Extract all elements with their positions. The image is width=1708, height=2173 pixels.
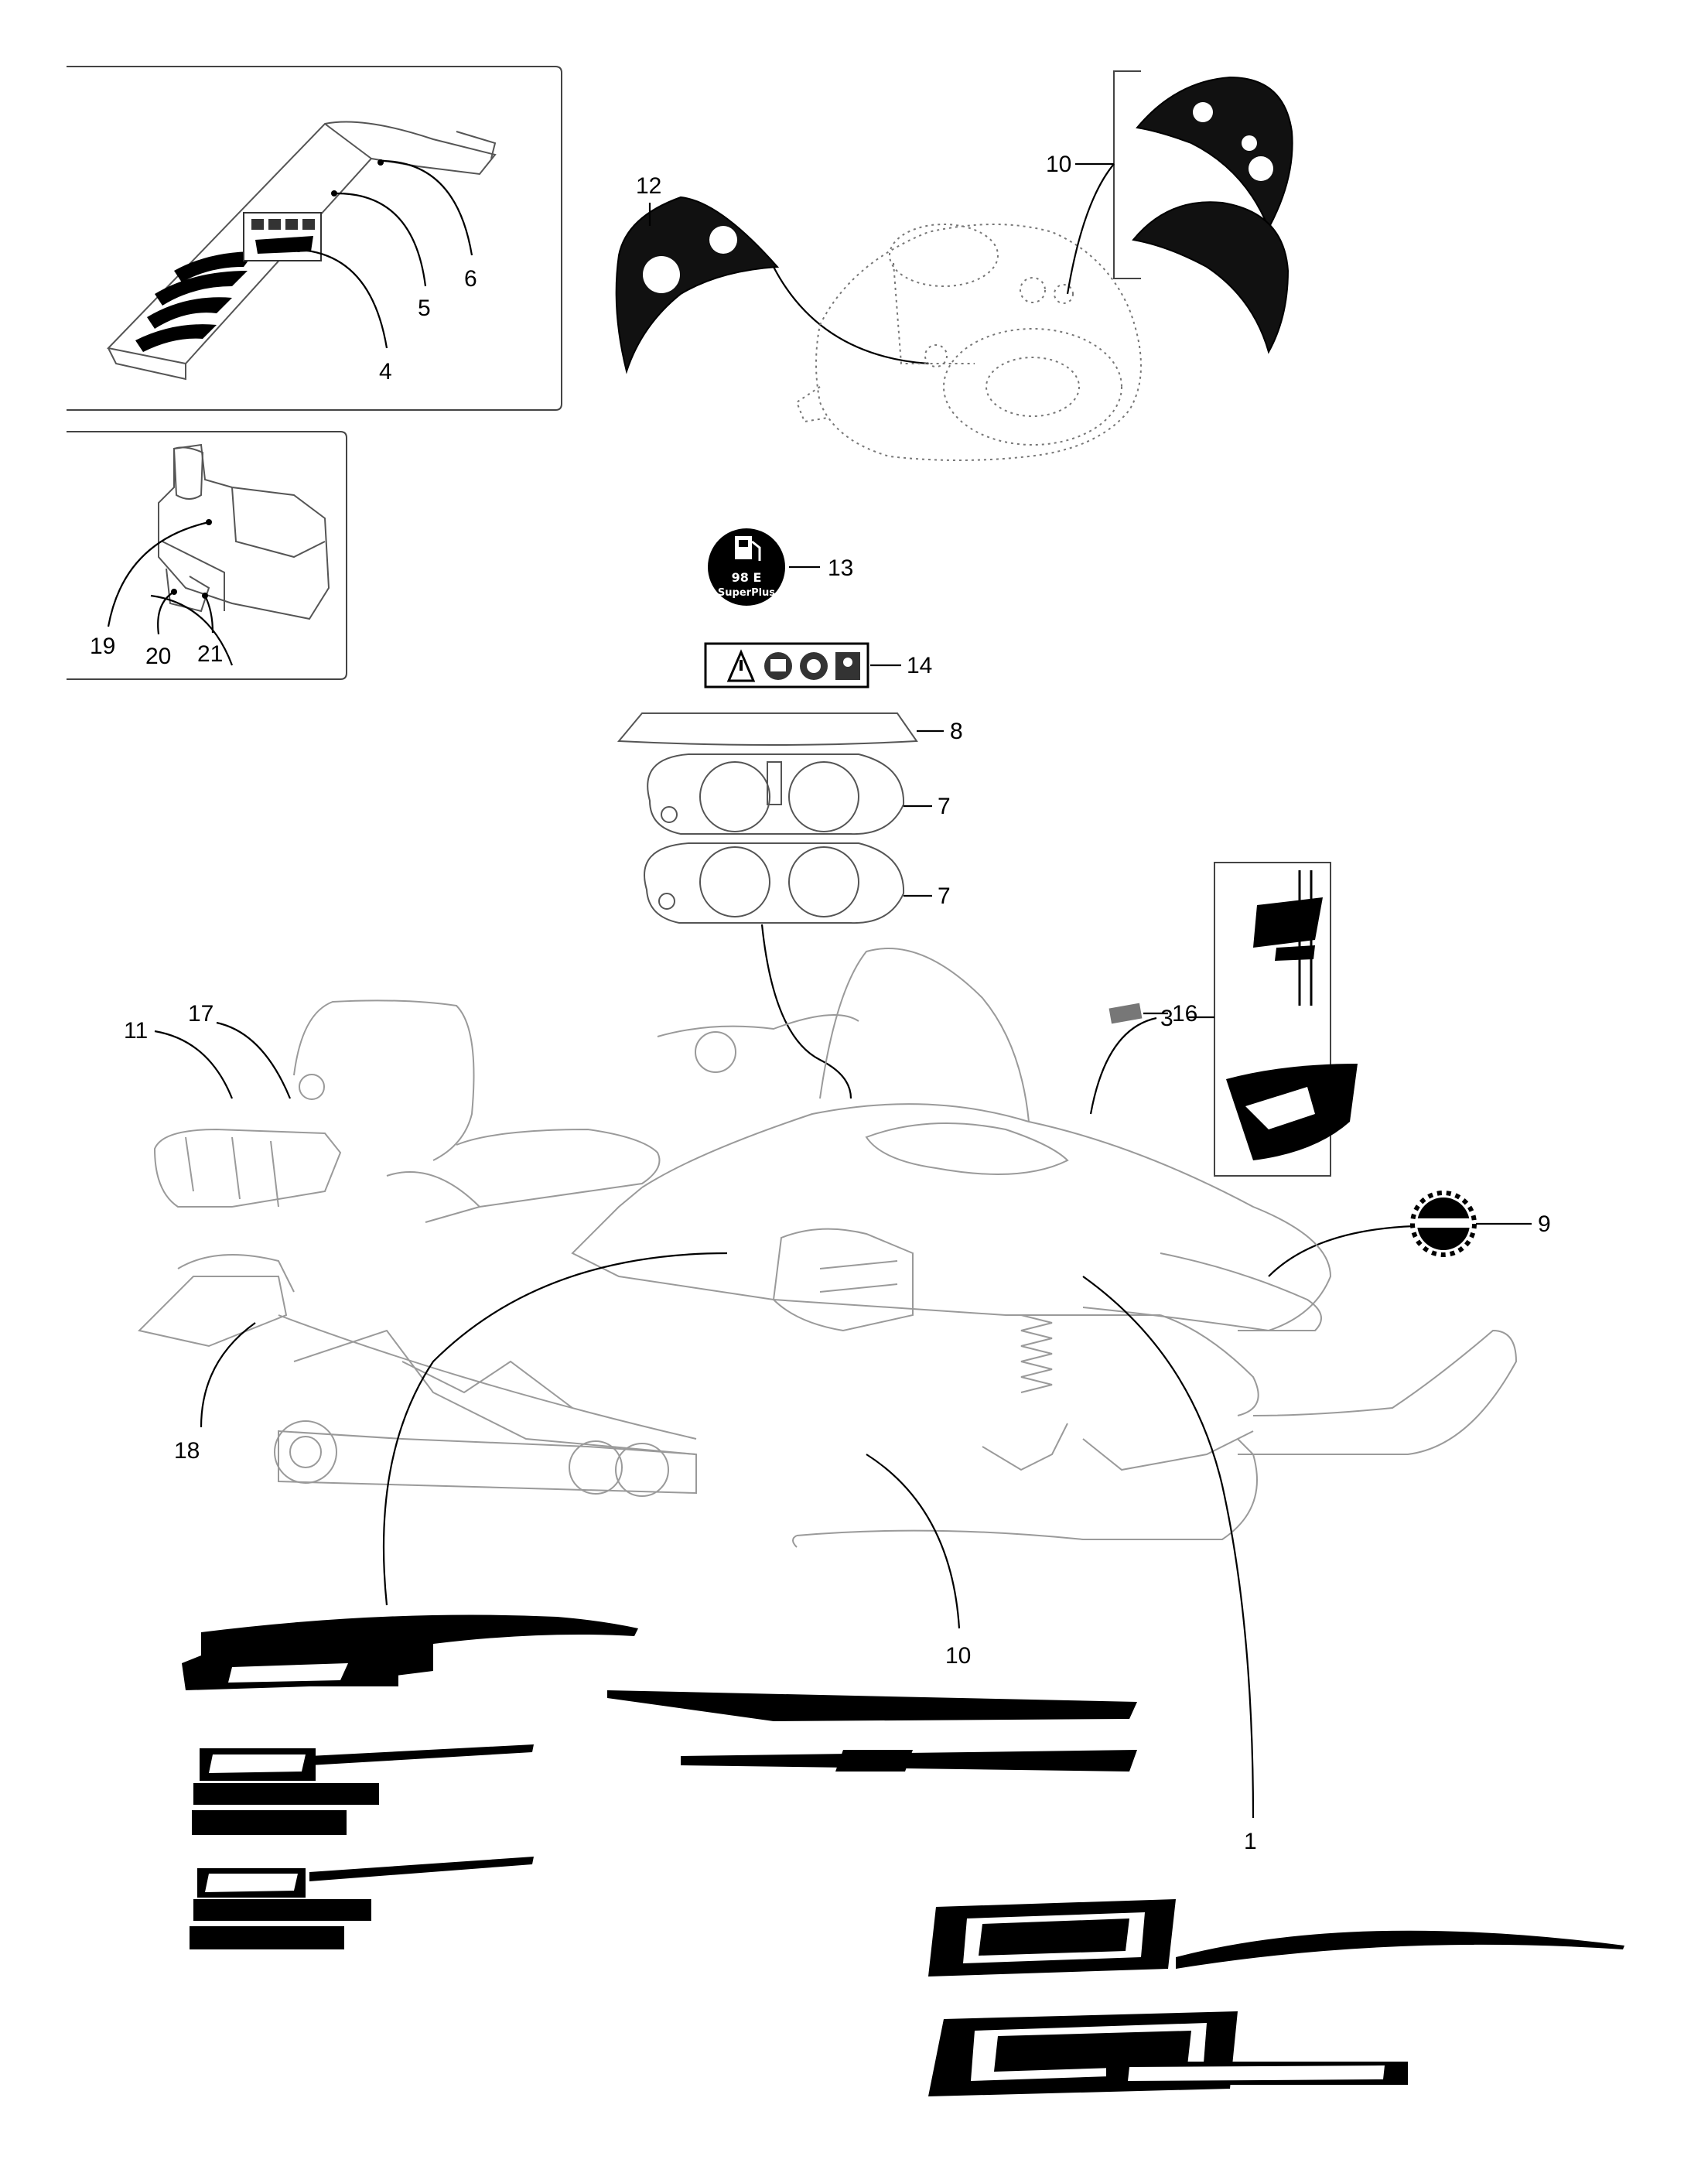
callout-11: 10 [1046, 152, 1071, 177]
fuel-pump-icon [735, 536, 761, 561]
callout-19: 19 [90, 634, 115, 659]
callout-13: 11 [124, 1018, 148, 1044]
console-drawing [795, 224, 1142, 461]
side-stripe-decals [182, 1614, 1624, 2096]
console-decal-11a [1136, 76, 1293, 231]
inset-rear-cowl: 6 5 4 [67, 66, 562, 411]
leader-21 [204, 595, 214, 634]
decal-16: 16 [1108, 1001, 1197, 1027]
callout-20: 20 [145, 644, 171, 669]
callout-10b: 10 [945, 1643, 971, 1669]
callout-9: 9 [1538, 1211, 1551, 1237]
callout-18: 17 [188, 1001, 214, 1027]
decal-7b [644, 842, 905, 924]
callout-8: 8 [950, 719, 963, 744]
callout-6: 6 [464, 266, 477, 292]
callout-4: 4 [379, 359, 392, 384]
warning-triangle-icon [726, 649, 756, 682]
callout-21: 21 [197, 641, 223, 667]
snowmobile-drawing [138, 948, 1518, 1548]
helmet-icon [800, 652, 828, 680]
leader-12b [773, 266, 929, 365]
decal-7a [647, 753, 905, 835]
callout-14: 13 [828, 555, 853, 581]
callout-1: 1 [1244, 1829, 1257, 1854]
leader-10 [866, 1454, 961, 1629]
console-decal-11b [1132, 201, 1290, 354]
leader-9 [1268, 1225, 1415, 1277]
callout-3: 3 [1160, 1006, 1173, 1031]
callout-7a: 7 [938, 794, 951, 819]
callout-12: 12 [636, 173, 661, 199]
callout-5: 5 [418, 296, 431, 321]
callout-7b: 7 [938, 883, 951, 909]
callout-15: 14 [907, 653, 932, 678]
leader-1 [1082, 1276, 1255, 1819]
leader-7 [760, 924, 852, 1099]
gear-badge-icon: 9 [1268, 1191, 1551, 1277]
leader-13 [150, 594, 234, 666]
leader-3 [1089, 1016, 1157, 1115]
fuel-label-line1: 98 E [732, 570, 762, 585]
child-warning-icon [835, 652, 860, 680]
bracket-11 [1113, 70, 1141, 279]
manual-book-icon [764, 652, 792, 680]
leader-2 [382, 1252, 728, 1606]
leader-18 [216, 1021, 292, 1099]
console-group: 12 10 [615, 70, 1293, 461]
callout-17b: 18 [174, 1438, 200, 1464]
leader-13a [154, 1030, 234, 1099]
warning-decal-15: 14 [704, 642, 932, 688]
leader-11b [1066, 163, 1115, 295]
leader-6 [382, 159, 473, 256]
console-decal-12 [615, 196, 780, 374]
oil-tank-drawing [158, 443, 330, 620]
rear-cowl-drawing [107, 121, 497, 381]
leader-5 [336, 192, 427, 287]
leader-4 [299, 248, 388, 349]
fuel-label-line2: SuperPlus [718, 587, 775, 599]
leader-17 [200, 1322, 256, 1428]
leader-20 [157, 591, 175, 635]
leader-19 [107, 521, 210, 627]
instrument-decals: 8 7 7 [617, 712, 963, 1099]
inset-oil-tank: 19 20 21 [67, 431, 347, 680]
fuel-decal-14: 98 E SuperPlus 13 [708, 528, 853, 606]
side-decals-3: 3 [1089, 862, 1358, 1177]
callout-16: 16 [1172, 1001, 1197, 1027]
decal-8 [617, 712, 918, 746]
